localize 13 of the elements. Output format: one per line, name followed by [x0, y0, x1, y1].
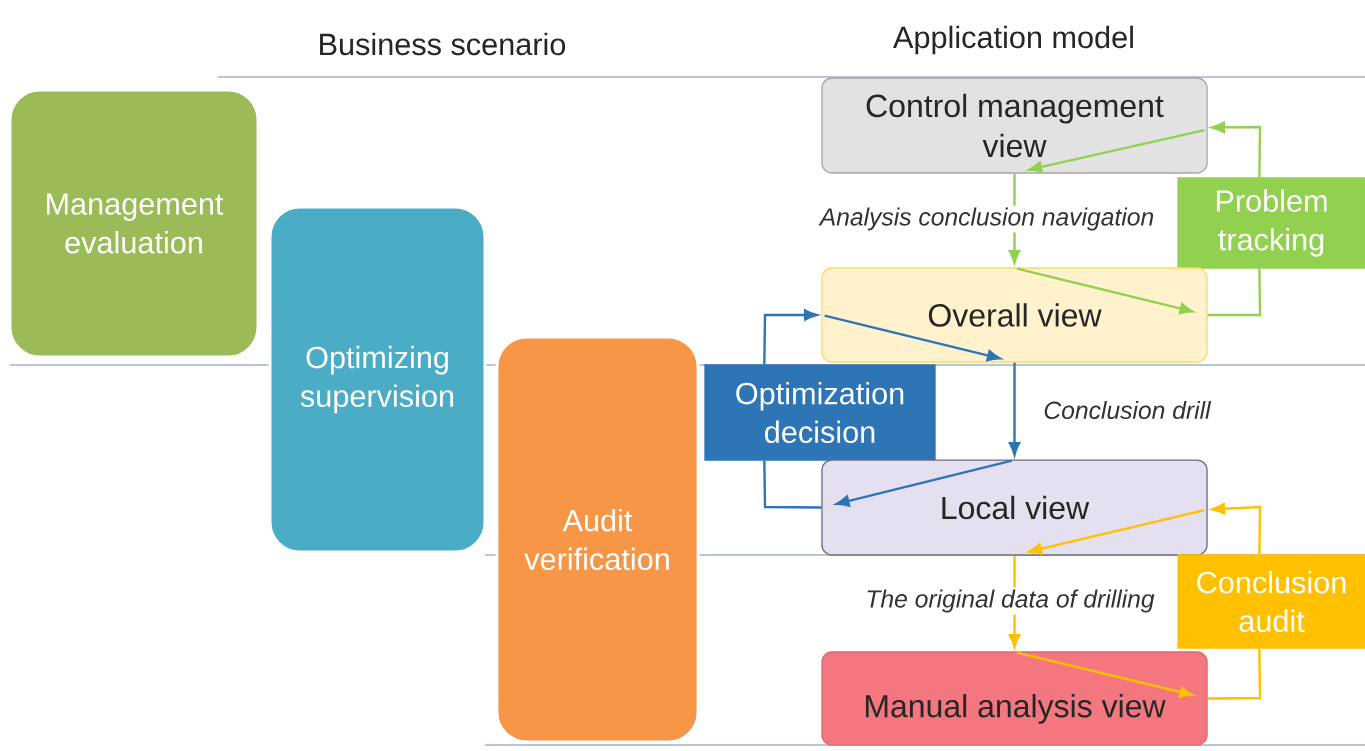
edge-label: Conclusion drill: [1041, 398, 1213, 422]
view-box: Overall view: [821, 267, 1208, 363]
column-heading: Business scenario: [320, 32, 566, 56]
scenario-box: Management evaluation: [8, 88, 260, 359]
view-box: Manual analysis view: [821, 651, 1208, 746]
scenario-box: Audit verification: [495, 335, 700, 744]
arrow: [763, 309, 818, 365]
process-box: Conclusion audit: [1177, 554, 1365, 649]
process-box: Optimization decision: [704, 364, 936, 461]
edge-label: The original data of drilling: [863, 587, 1157, 615]
edge-label: Analysis conclusion navigation: [817, 205, 1157, 233]
scenario-box: Optimizing supervision: [268, 205, 487, 554]
process-box: Problem tracking: [1177, 177, 1365, 269]
